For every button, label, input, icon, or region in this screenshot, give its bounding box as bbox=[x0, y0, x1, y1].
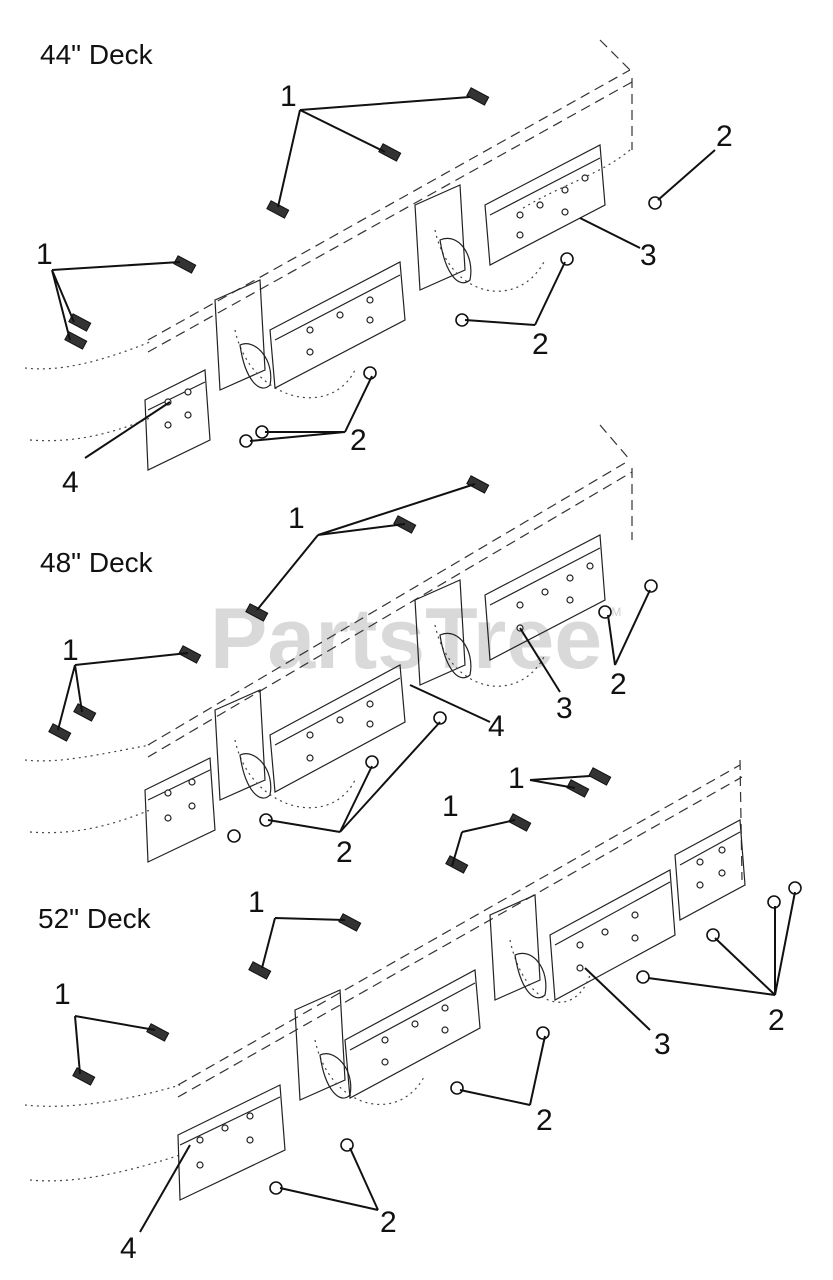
deck-44-callout: 3 bbox=[640, 239, 657, 272]
deck-48-bracket-3 bbox=[484, 534, 606, 661]
deck-48-bolt bbox=[48, 723, 72, 742]
deck-44-callout: 1 bbox=[280, 80, 297, 113]
deck-44-bracket-4 bbox=[144, 369, 211, 471]
deck-52-leader-3 bbox=[584, 967, 651, 1031]
deck-44-assembly: 44" Deck bbox=[24, 39, 733, 499]
deck-44-bolt bbox=[173, 255, 197, 274]
deck-48-pulley-right bbox=[414, 579, 546, 687]
deck-52-nut bbox=[536, 1026, 550, 1040]
deck-48-bracket-mid bbox=[269, 664, 406, 793]
deck-52-bracket-mid bbox=[344, 969, 481, 1099]
deck-52-bracket-3 bbox=[549, 869, 676, 1001]
deck-52-nut bbox=[636, 970, 650, 984]
deck-52-pulley-right bbox=[489, 894, 591, 1003]
deck-48-pulley-left bbox=[214, 689, 356, 809]
deck-48-callout: 1 bbox=[62, 634, 79, 667]
deck-52-leader-2-low bbox=[279, 1147, 379, 1211]
deck-48-assembly: 48" Deck bbox=[24, 424, 658, 869]
deck-48-leader-2-right bbox=[607, 589, 651, 666]
deck-52-bolt bbox=[338, 913, 362, 932]
deck-48-nut bbox=[433, 711, 447, 725]
deck-52-title: 52" Deck bbox=[38, 903, 152, 934]
deck-48-bolt bbox=[73, 703, 97, 722]
deck-48-leader-4 bbox=[409, 684, 491, 723]
deck-44-nut bbox=[363, 366, 377, 380]
deck-44-callout: 2 bbox=[532, 328, 549, 361]
deck-52-nut bbox=[450, 1081, 464, 1095]
deck-52-bolt bbox=[445, 855, 469, 874]
deck-44-bolt bbox=[378, 143, 402, 162]
deck-44-baffle bbox=[24, 39, 633, 442]
deck-48-callout: 3 bbox=[556, 692, 573, 725]
deck-52-leader-2-right bbox=[647, 891, 796, 996]
deck-52-callout: 4 bbox=[120, 1232, 137, 1265]
deck-52-callout: 2 bbox=[768, 1004, 785, 1037]
deck-48-nut bbox=[227, 829, 241, 843]
deck-48-leader-2-low bbox=[267, 721, 441, 833]
deck-44-callout: 1 bbox=[36, 238, 53, 271]
deck-52-bolt bbox=[566, 779, 590, 798]
deck-52-callout: 2 bbox=[536, 1104, 553, 1137]
deck-52-bracket-end bbox=[674, 819, 746, 921]
deck-44-pulley-right bbox=[414, 184, 546, 292]
deck-44-title: 44" Deck bbox=[40, 39, 154, 70]
deck-52-bolt bbox=[248, 961, 272, 980]
deck-44-bolt bbox=[64, 331, 88, 350]
deck-48-callout: 4 bbox=[488, 710, 505, 743]
deck-52-callout: 1 bbox=[248, 886, 265, 919]
deck-48-nut bbox=[644, 579, 658, 593]
deck-52-bolt bbox=[588, 767, 612, 786]
deck-48-leader-1-left bbox=[57, 652, 189, 731]
deck-52-baffle bbox=[24, 759, 743, 1182]
deck-52-callout: 1 bbox=[54, 978, 71, 1011]
deck-52-leader-1-left bbox=[74, 1015, 156, 1075]
deck-48-leader-3 bbox=[519, 627, 561, 693]
deck-44-leader-1-top bbox=[277, 96, 471, 208]
deck-48-leader-1-top bbox=[256, 483, 476, 611]
deck-44-bracket-mid bbox=[269, 261, 406, 389]
deck-44-leader-3 bbox=[579, 217, 641, 249]
deck-44-leader-2-mid bbox=[464, 261, 566, 326]
deck-52-leader-2-mid bbox=[459, 1035, 546, 1106]
deck-48-nut bbox=[598, 605, 612, 619]
deck-52-bolt bbox=[146, 1023, 170, 1042]
deck-52-callout: 1 bbox=[442, 790, 459, 823]
deck-48-bolt bbox=[178, 645, 202, 664]
deck-52-leader-4 bbox=[139, 1144, 191, 1233]
deck-44-bracket-3 bbox=[484, 144, 606, 266]
deck-44-pulley-left bbox=[214, 279, 356, 399]
deck-52-callout: 3 bbox=[654, 1028, 671, 1061]
deck-44-nut bbox=[560, 252, 574, 266]
deck-48-callout: 1 bbox=[288, 502, 305, 535]
deck-52-assembly: 52" Deck bbox=[24, 759, 802, 1265]
deck-44-leader-2-low bbox=[249, 375, 373, 442]
deck-44-callout: 2 bbox=[350, 424, 367, 457]
deck-52-bolt bbox=[508, 813, 532, 832]
watermark: PartsTree bbox=[210, 591, 602, 687]
deck-52-leader-1-far bbox=[529, 775, 591, 789]
deck-44-bolt bbox=[68, 313, 92, 332]
deck-52-callout: 1 bbox=[508, 762, 525, 795]
deck-48-callout: 2 bbox=[610, 668, 627, 701]
deck-52-leader-1-upper bbox=[451, 819, 516, 867]
deck-44-callout: 4 bbox=[62, 466, 79, 499]
deck-48-title: 48" Deck bbox=[40, 547, 154, 578]
deck-44-leader-2-right bbox=[657, 149, 716, 201]
deck-44-leader-1-left bbox=[51, 261, 181, 341]
deck-44-bolt bbox=[266, 200, 290, 219]
deck-52-bolt bbox=[72, 1067, 96, 1086]
deck-48-bolt bbox=[466, 475, 490, 494]
deck-44-bolt bbox=[466, 87, 490, 106]
deck-52-callout: 2 bbox=[380, 1206, 397, 1239]
deck-44-callout: 2 bbox=[716, 120, 733, 153]
deck-48-bracket-4 bbox=[144, 757, 216, 863]
deck-48-baffle bbox=[24, 424, 633, 834]
deck-44-leader-4 bbox=[84, 401, 171, 459]
deck-52-leader-1-mid bbox=[261, 917, 346, 969]
deck-48-callout: 2 bbox=[336, 836, 353, 869]
deck-52-bracket-4 bbox=[177, 1084, 286, 1201]
